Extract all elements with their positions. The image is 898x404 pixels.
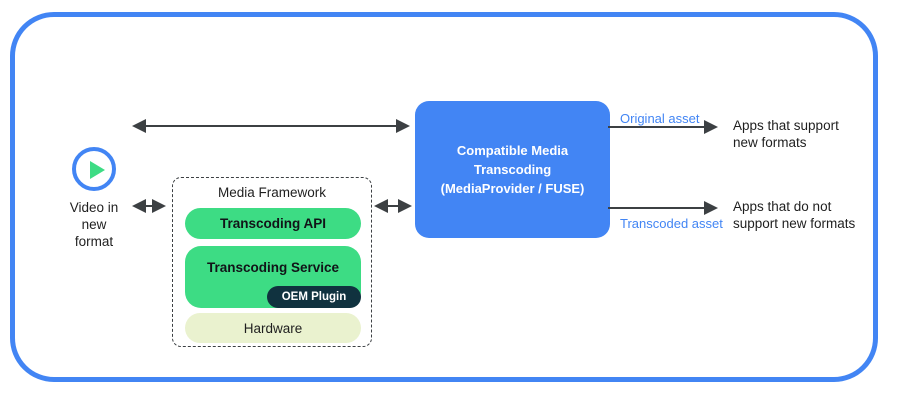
media-framework-title: Media Framework (217, 185, 327, 200)
connector-video-to-transcoding (132, 119, 410, 133)
media-framework-group: Media Framework Transcoding API Transcod… (172, 177, 372, 347)
oem-plugin-pill[interactable]: OEM Plugin (267, 286, 361, 308)
transcoded-asset-label: Transcoded asset (620, 216, 723, 231)
play-circle-icon (72, 147, 116, 191)
connector-original-asset (608, 120, 718, 134)
hardware-label: Hardware (243, 320, 303, 336)
apps-no-support-new-formats-label: Apps that do not support new formats (733, 199, 856, 231)
transcoding-service-label: Transcoding Service (206, 260, 340, 275)
oem-plugin-label: OEM Plugin (281, 291, 347, 303)
connector-video-to-framework (132, 199, 166, 213)
transcoding-api-label: Transcoding API (219, 216, 327, 231)
outer-frame-border (10, 12, 878, 382)
compatible-media-transcoding-label: Compatible Media Transcoding (MediaProvi… (440, 143, 585, 196)
transcoding-api-box[interactable]: Transcoding API (185, 208, 361, 239)
connector-transcoded-asset (608, 201, 718, 215)
compatible-media-transcoding-box[interactable]: Compatible Media Transcoding (MediaProvi… (415, 101, 610, 238)
original-asset-label: Original asset (620, 111, 700, 126)
play-triangle-icon (90, 161, 105, 179)
video-source-label: Video in new format (69, 200, 119, 249)
connector-framework-to-transcoding (374, 199, 412, 213)
apps-support-new-formats-label: Apps that support new formats (733, 118, 839, 150)
hardware-box[interactable]: Hardware (185, 313, 361, 343)
